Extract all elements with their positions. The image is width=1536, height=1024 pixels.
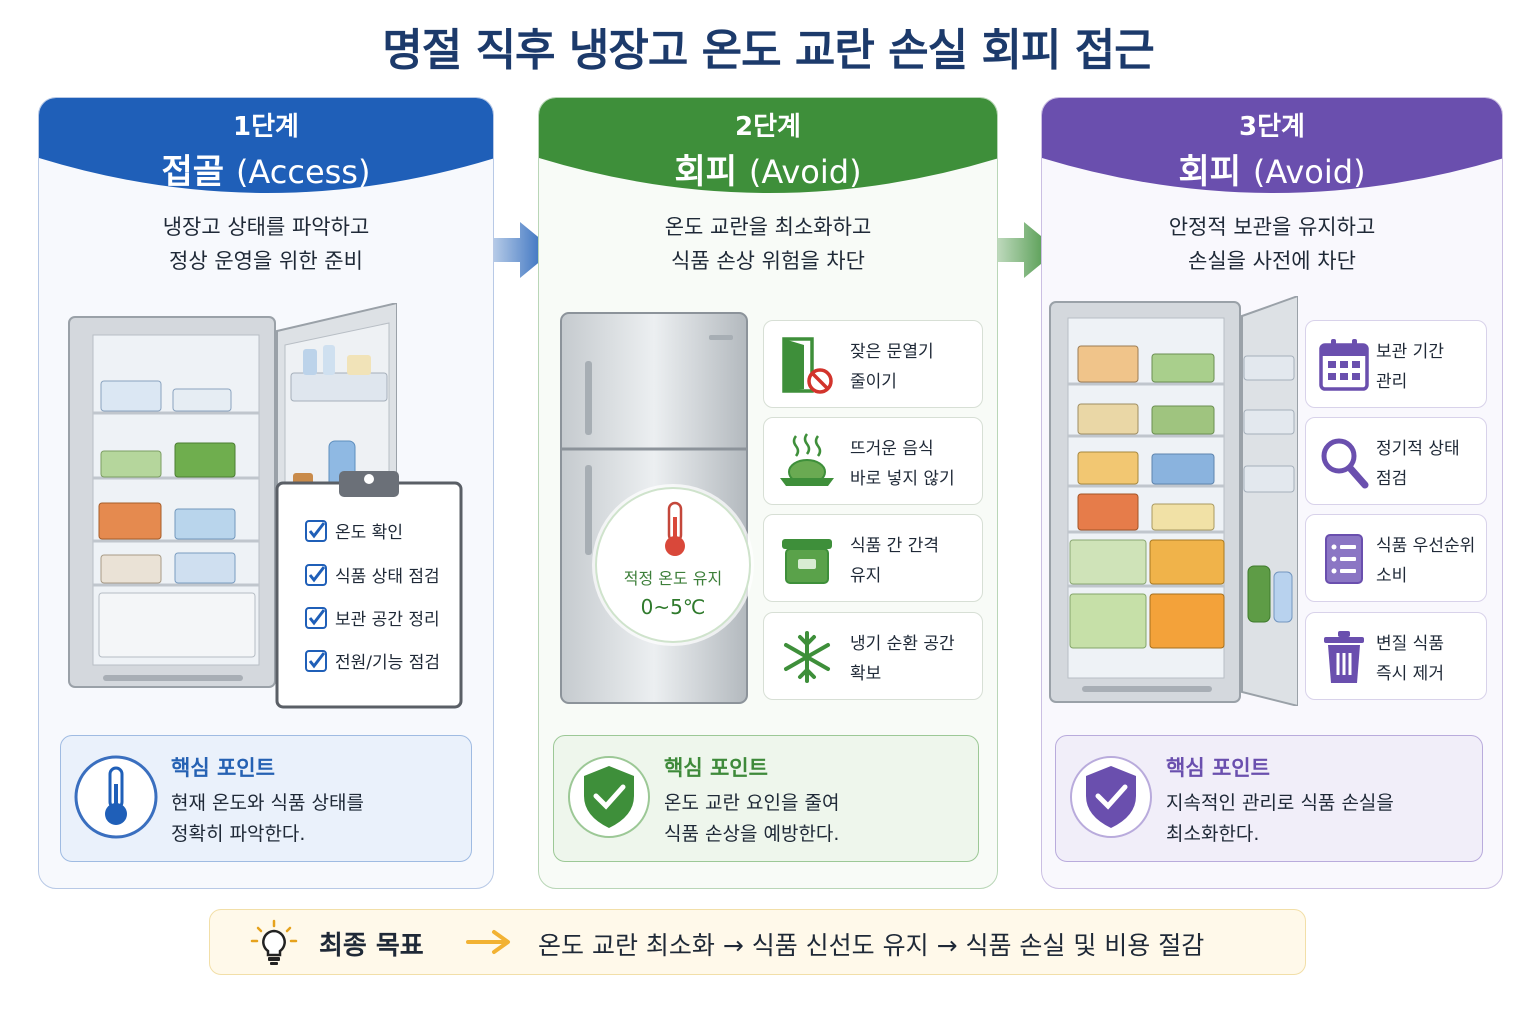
list-icon (1325, 534, 1363, 584)
checklist-item: 전원/기능 점검 (305, 648, 440, 673)
temperature-value: 0~5℃ (640, 595, 706, 619)
checklist-clipboard: 온도 확인 식품 상태 점검 보관 공간 정리 전원/기능 점검 (273, 471, 465, 711)
checklist-item: 온도 확인 (305, 518, 403, 543)
checkbox-checked-icon (305, 649, 327, 672)
magnifier-icon (1321, 438, 1369, 489)
step-name: 회피 (Avoid) (1178, 152, 1366, 192)
step-1-header: 1단계 접골 (Access) (39, 98, 493, 198)
checkbox-checked-icon (305, 606, 327, 629)
key-point-title: 핵심 포인트 (171, 756, 275, 780)
door-no-entry-icon (782, 337, 833, 394)
arrow-right-icon (466, 930, 510, 954)
snowflake-icon (784, 631, 830, 683)
step-label: 1단계 (233, 112, 299, 142)
checkbox-checked-icon (305, 563, 327, 586)
final-goal-bar: 최종 목표 온도 교란 최소화 → 식품 신선도 유지 → 식품 손실 및 비용… (209, 909, 1306, 975)
organized-fridge-illustration (1049, 296, 1298, 706)
temperature-label: 적정 온도 유지 (623, 569, 723, 588)
key-point-title: 핵심 포인트 (1166, 756, 1270, 780)
step-label: 2단계 (735, 112, 801, 142)
lightbulb-icon (250, 919, 298, 965)
shield-check-icon (1070, 756, 1152, 838)
page-title: 명절 직후 냉장고 온도 교란 손실 회피 접근 (382, 25, 1154, 76)
hot-food-icon (780, 433, 834, 486)
temperature-badge: 적정 온도 유지 0~5℃ (595, 487, 751, 643)
goal-text: 온도 교란 최소화 → 식품 신선도 유지 → 식품 손실 및 비용 절감 (538, 931, 1205, 960)
thermometer-icon (74, 755, 158, 839)
trash-icon (1324, 631, 1364, 683)
shield-check-icon (568, 756, 650, 838)
step-3-header: 3단계 회피 (Avoid) (1042, 98, 1502, 198)
key-point-title: 핵심 포인트 (664, 756, 768, 780)
thermometer-icon (665, 501, 685, 556)
step-name: 접골 (Access) (161, 152, 371, 192)
step-label: 3단계 (1239, 112, 1305, 142)
checkbox-checked-icon (305, 519, 327, 542)
checklist-item: 보관 공간 정리 (305, 605, 440, 630)
calendar-icon (1319, 339, 1369, 391)
step-name: 회피 (Avoid) (674, 152, 862, 192)
goal-label: 최종 목표 (319, 931, 424, 961)
container-icon (782, 539, 832, 584)
checklist-item: 식품 상태 점검 (305, 562, 440, 587)
arrow-right-icon (976, 222, 1058, 278)
arrow-right-icon (472, 222, 554, 278)
step-2-header: 2단계 회피 (Avoid) (539, 98, 997, 198)
